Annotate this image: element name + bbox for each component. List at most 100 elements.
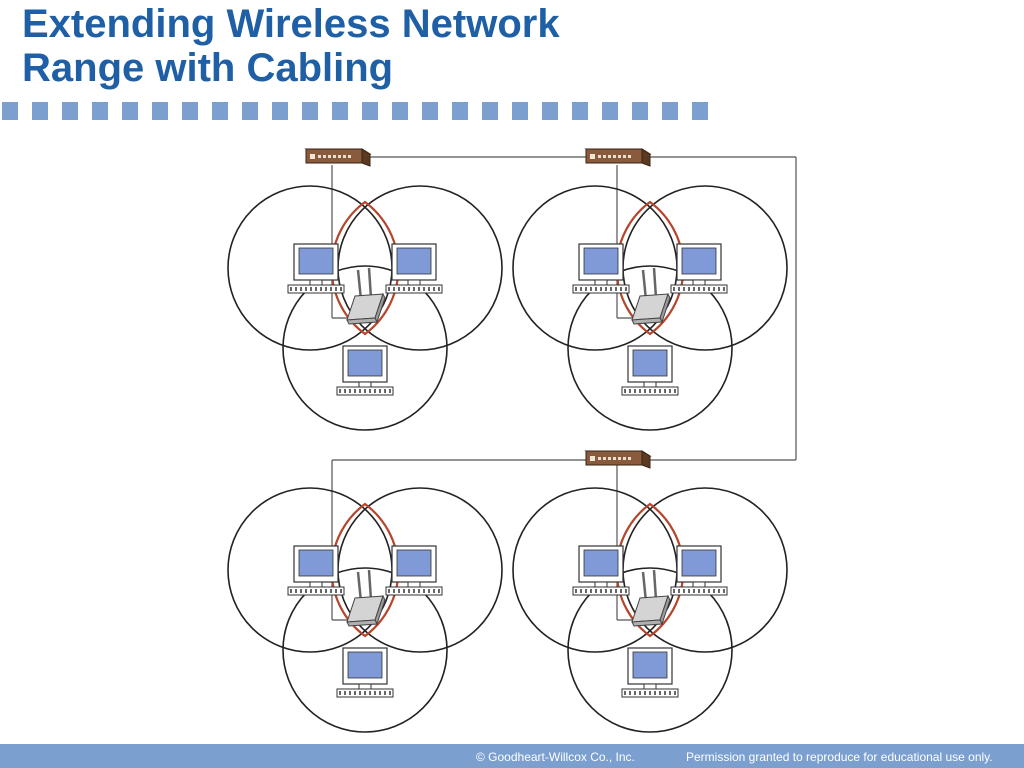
switch-port [608, 155, 611, 158]
switch-port [348, 155, 351, 158]
ap-body-front [631, 619, 663, 627]
switch-led [590, 154, 595, 159]
monitor-stand [309, 279, 323, 286]
monitor-screen [396, 549, 432, 577]
switch-port [598, 155, 601, 158]
monitor-stand [594, 581, 608, 588]
switch-port [323, 155, 326, 158]
switch-port [328, 155, 331, 158]
switch-port [618, 457, 621, 460]
decorative-square [452, 102, 468, 120]
network-switch-icon [304, 148, 372, 167]
overlap-region [330, 200, 400, 336]
network-diagram [227, 148, 797, 733]
coverage-circle [567, 265, 733, 431]
desktop-computer-icon [670, 243, 728, 294]
switch-port [333, 155, 336, 158]
slide-title: Extending Wireless Network Range with Ca… [22, 2, 560, 90]
decorative-square [62, 102, 78, 120]
coverage-circle [282, 265, 448, 431]
decorative-square [242, 102, 258, 120]
monitor-stand [358, 683, 372, 690]
switch-led [310, 154, 315, 159]
slide-title-line-1: Extending Wireless Network [22, 2, 560, 46]
decorative-square [182, 102, 198, 120]
decorative-square [572, 102, 588, 120]
decorative-square [152, 102, 168, 120]
antenna [367, 267, 373, 299]
decorative-square [632, 102, 648, 120]
monitor-screen [298, 549, 334, 577]
switch-port [603, 457, 606, 460]
decorative-square [212, 102, 228, 120]
decorative-square [392, 102, 408, 120]
decorative-square [332, 102, 348, 120]
antenna [652, 267, 658, 299]
switch-side [641, 450, 651, 469]
overlap-region [615, 200, 685, 336]
wireless-access-point-icon [631, 267, 671, 325]
switch-port [628, 457, 631, 460]
switch-port [623, 155, 626, 158]
ap-body-front [346, 317, 378, 325]
switch-port [618, 155, 621, 158]
decorative-square [2, 102, 18, 120]
switch-port [318, 155, 321, 158]
desktop-computer-icon [385, 545, 443, 596]
ap-body-front [346, 619, 378, 627]
monitor-screen [347, 349, 383, 377]
antenna [652, 569, 658, 601]
desktop-computer-icon [572, 243, 630, 294]
wireless-access-point-icon [631, 569, 671, 627]
switch-led [590, 456, 595, 461]
decorative-square [602, 102, 618, 120]
decorative-square [662, 102, 678, 120]
desktop-computer-icon [670, 545, 728, 596]
switch-port [613, 155, 616, 158]
decorative-square [512, 102, 528, 120]
desktop-computer-icon [621, 345, 679, 396]
footer-permission: Permission granted to reproduce for educ… [686, 750, 993, 764]
decorative-square [362, 102, 378, 120]
desktop-computer-icon [336, 647, 394, 698]
switch-port [343, 155, 346, 158]
switch-port [598, 457, 601, 460]
antenna [356, 269, 363, 301]
switch-port [603, 155, 606, 158]
desktop-computer-icon [336, 345, 394, 396]
overlap-region [330, 502, 400, 638]
monitor-screen [347, 651, 383, 679]
desktop-computer-icon [572, 545, 630, 596]
desktop-computer-icon [287, 545, 345, 596]
switch-port [613, 457, 616, 460]
slide-title-line-2: Range with Cabling [22, 46, 394, 90]
monitor-stand [643, 683, 657, 690]
monitor-screen [583, 549, 619, 577]
footer-copyright: © Goodheart-Willcox Co., Inc. [476, 750, 635, 764]
decorative-square-row [0, 102, 720, 120]
desktop-computer-icon [385, 243, 443, 294]
decorative-square [542, 102, 558, 120]
monitor-stand [407, 279, 421, 286]
coverage-cell [227, 185, 503, 431]
wireless-access-point-icon [346, 569, 386, 627]
monitor-screen [298, 247, 334, 275]
monitor-stand [643, 381, 657, 388]
decorative-square [482, 102, 498, 120]
desktop-computer-icon [287, 243, 345, 294]
monitor-screen [632, 651, 668, 679]
monitor-screen [681, 549, 717, 577]
overlap-region [615, 502, 685, 638]
decorative-square [122, 102, 138, 120]
monitor-stand [358, 381, 372, 388]
monitor-stand [692, 279, 706, 286]
monitor-screen [632, 349, 668, 377]
footer-bar: © Goodheart-Willcox Co., Inc. Permission… [0, 744, 1024, 768]
switch-side [361, 148, 371, 167]
decorative-square [92, 102, 108, 120]
decorative-square [32, 102, 48, 120]
switch-port [338, 155, 341, 158]
switch-port [608, 457, 611, 460]
network-switch-icon [584, 148, 652, 167]
antenna [641, 269, 648, 301]
